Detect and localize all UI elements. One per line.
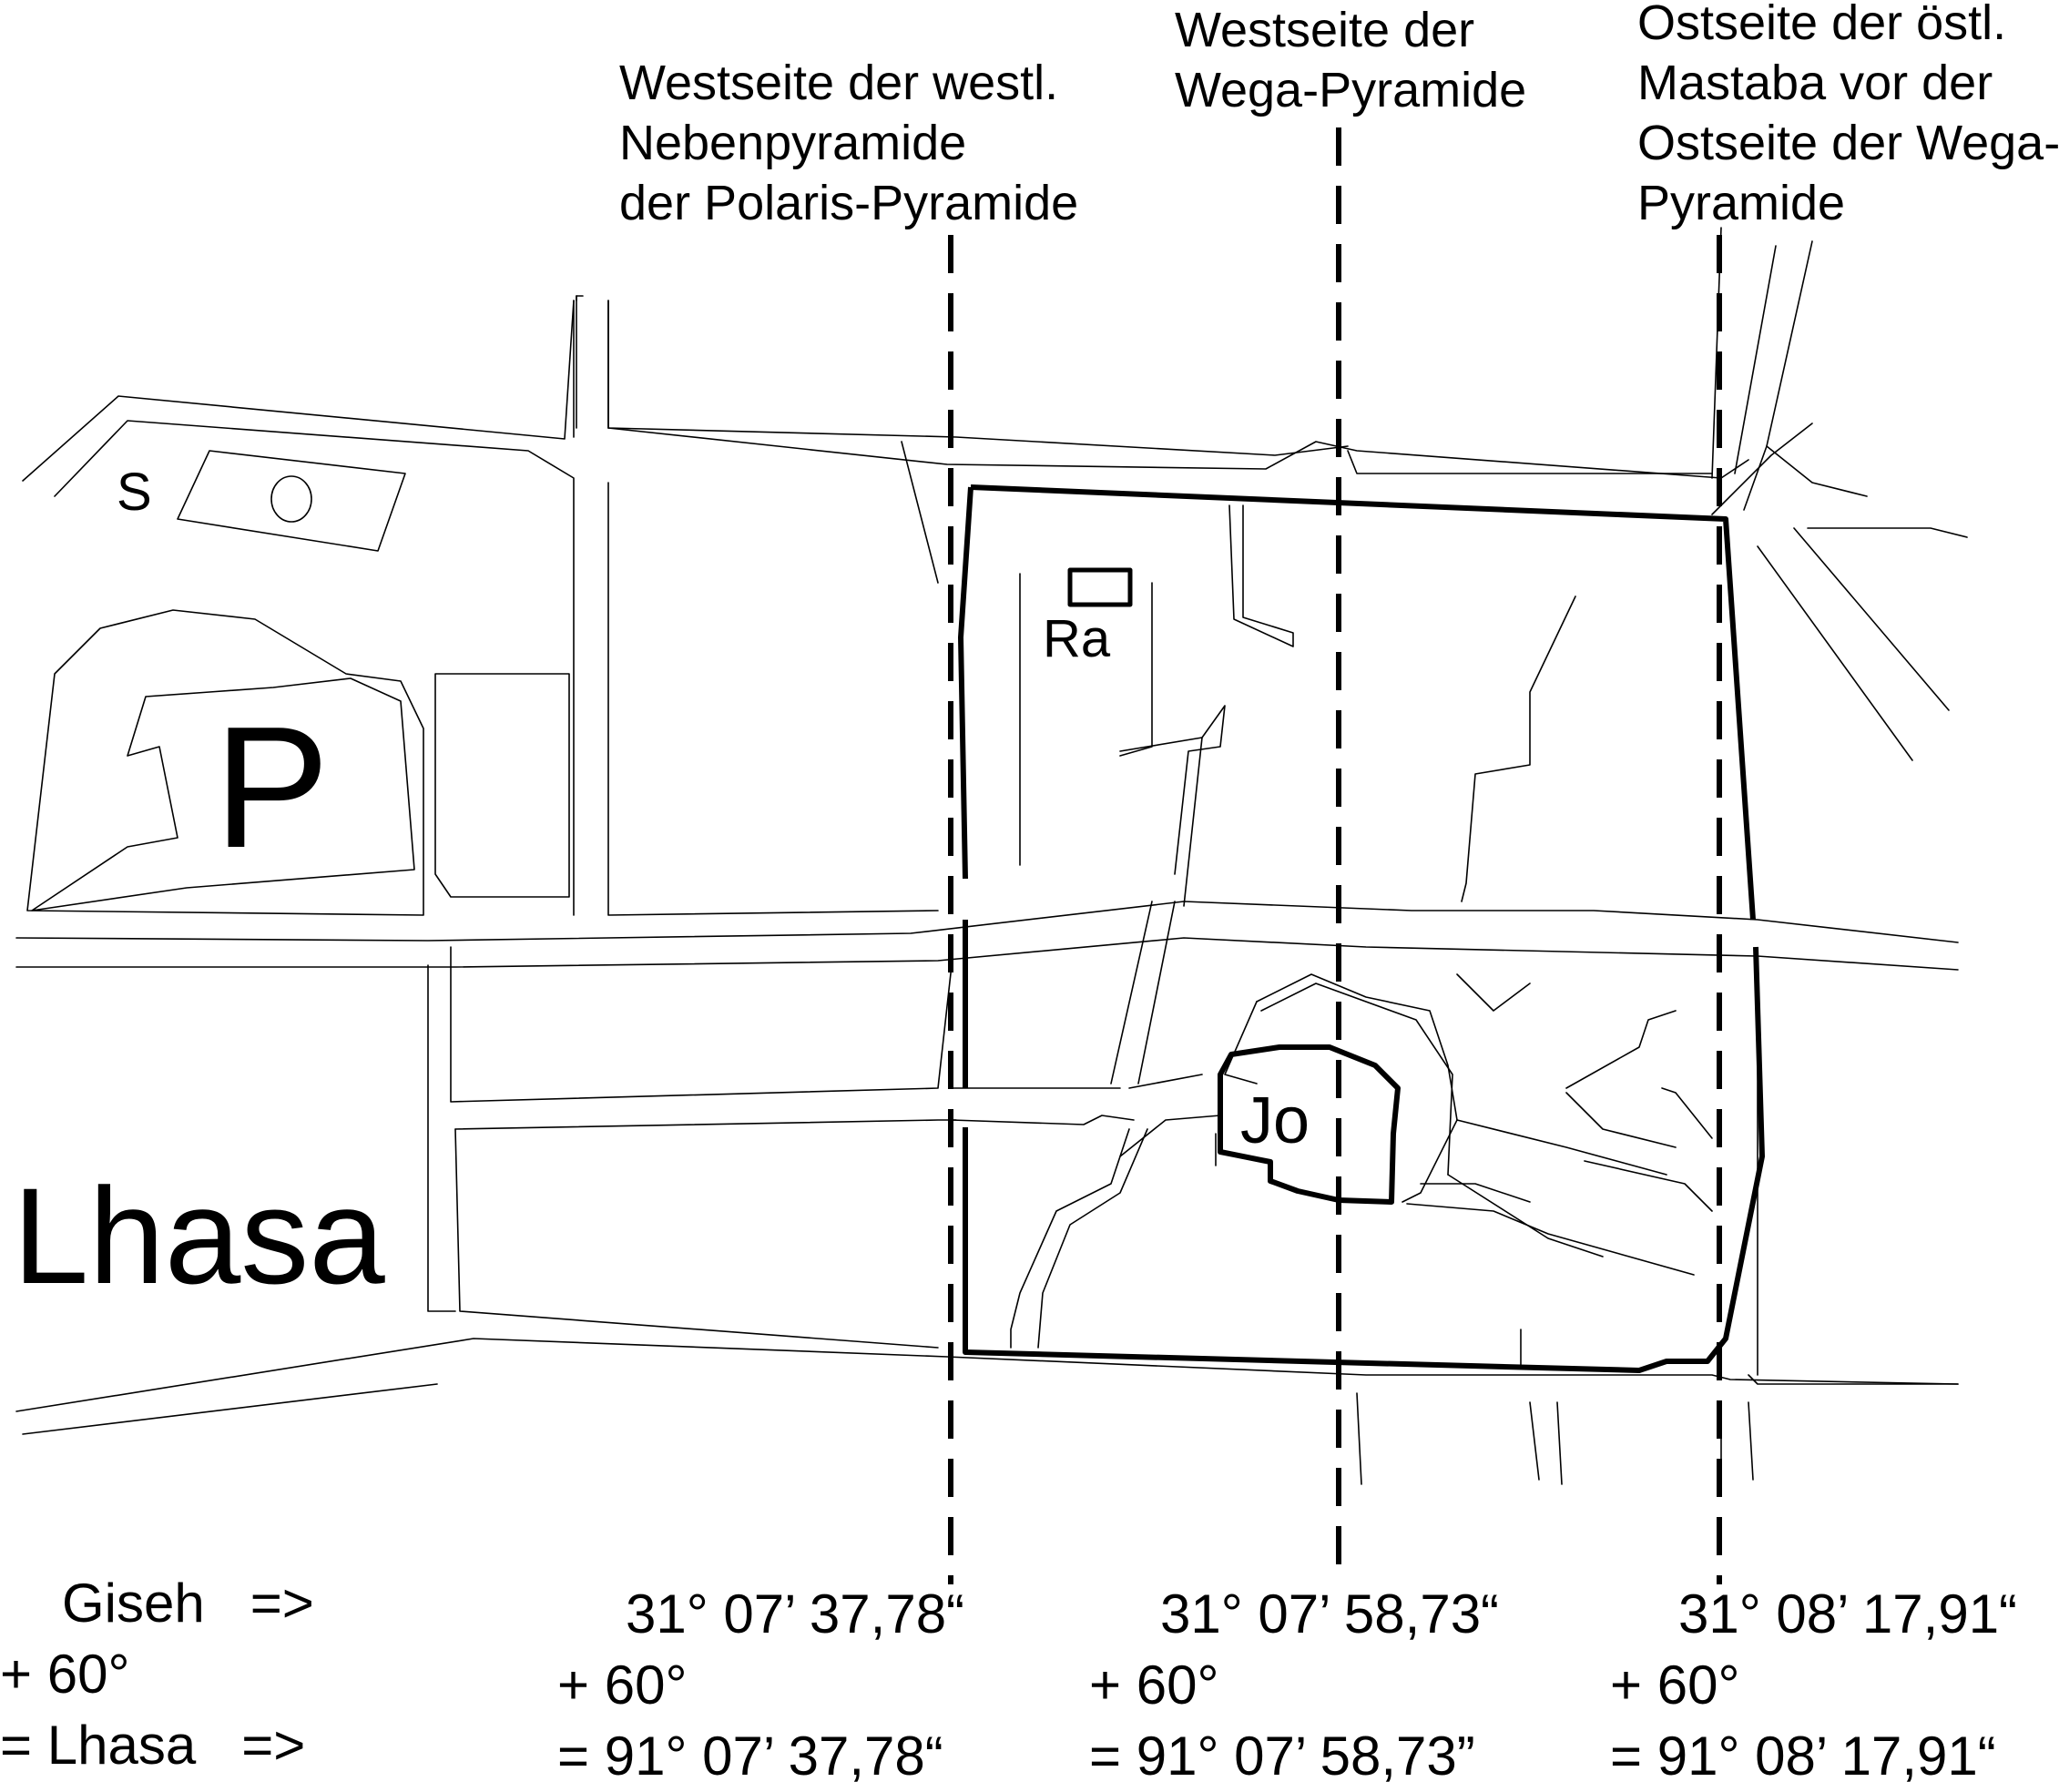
legend-giseh: Giseh =>: [62, 1573, 314, 1634]
label-lhasa: Lhasa: [13, 1159, 385, 1312]
caption-right: Ostseite der östl. Mastaba vor der Ostse…: [1637, 0, 2059, 233]
label-p: P: [214, 691, 330, 884]
precinct-outline-west-upper: [958, 486, 973, 880]
label-s: S: [117, 463, 152, 522]
precinct-outline-west-lower: [963, 946, 1765, 1373]
caption-right-line-2: Mastaba vor der: [1637, 56, 1993, 110]
legend-lhasa: = Lhasa =>: [0, 1715, 306, 1776]
caption-right-line-1: Ostseite der östl.: [1637, 0, 2007, 50]
coord-east-giza: 31° 08’ 17,91“: [1678, 1583, 2018, 1644]
coord-west-offset: + 60°: [557, 1655, 688, 1716]
legend-block: Giseh => + 60° = Lhasa =>: [0, 1568, 314, 1781]
coord-column-center: 31° 07’ 58,73“ + 60° = 91° 07’ 58,73”: [1089, 1579, 1499, 1792]
precinct-outline-north: [970, 484, 1756, 921]
caption-center-line-1: Westseite der: [1175, 3, 1475, 57]
coord-center-lhasa: = 91° 07’ 58,73”: [1089, 1726, 1475, 1787]
legend-offset: + 60°: [0, 1644, 130, 1705]
label-jo: Jo: [1240, 1084, 1310, 1157]
coord-west-giza: 31° 07’ 37,78“: [626, 1583, 965, 1644]
coord-west-lhasa: = 91° 07’ 37,78“: [557, 1726, 943, 1787]
caption-left-line-3: der Polaris-Pyramide: [619, 176, 1079, 230]
caption-right-line-4: Pyramide: [1637, 176, 1846, 230]
ra-building: [1067, 567, 1133, 607]
coord-east-offset: + 60°: [1610, 1655, 1740, 1716]
caption-left: Westseite der westl. Nebenpyramide der P…: [619, 53, 1078, 233]
coord-column-east: 31° 08’ 17,91“ + 60° = 91° 08’ 17,91“: [1610, 1579, 2017, 1792]
coord-east-lhasa: = 91° 08’ 17,91“: [1610, 1726, 1996, 1787]
street-network: [15, 227, 1968, 1485]
caption-left-line-1: Westseite der westl.: [619, 56, 1059, 110]
coord-center-offset: + 60°: [1089, 1655, 1219, 1716]
caption-left-line-2: Nebenpyramide: [619, 116, 967, 170]
caption-right-line-3: Ostseite der Wega-: [1637, 116, 2059, 170]
label-ra: Ra: [1043, 609, 1111, 668]
caption-center-line-2: Wega-Pyramide: [1175, 63, 1527, 117]
coord-center-giza: 31° 07’ 58,73“: [1160, 1583, 1500, 1644]
caption-center: Westseite der Wega-Pyramide: [1175, 0, 1526, 120]
coord-column-west: 31° 07’ 37,78“ + 60° = 91° 07’ 37,78“: [557, 1579, 964, 1792]
jo-temple-outline: [1218, 1044, 1401, 1205]
